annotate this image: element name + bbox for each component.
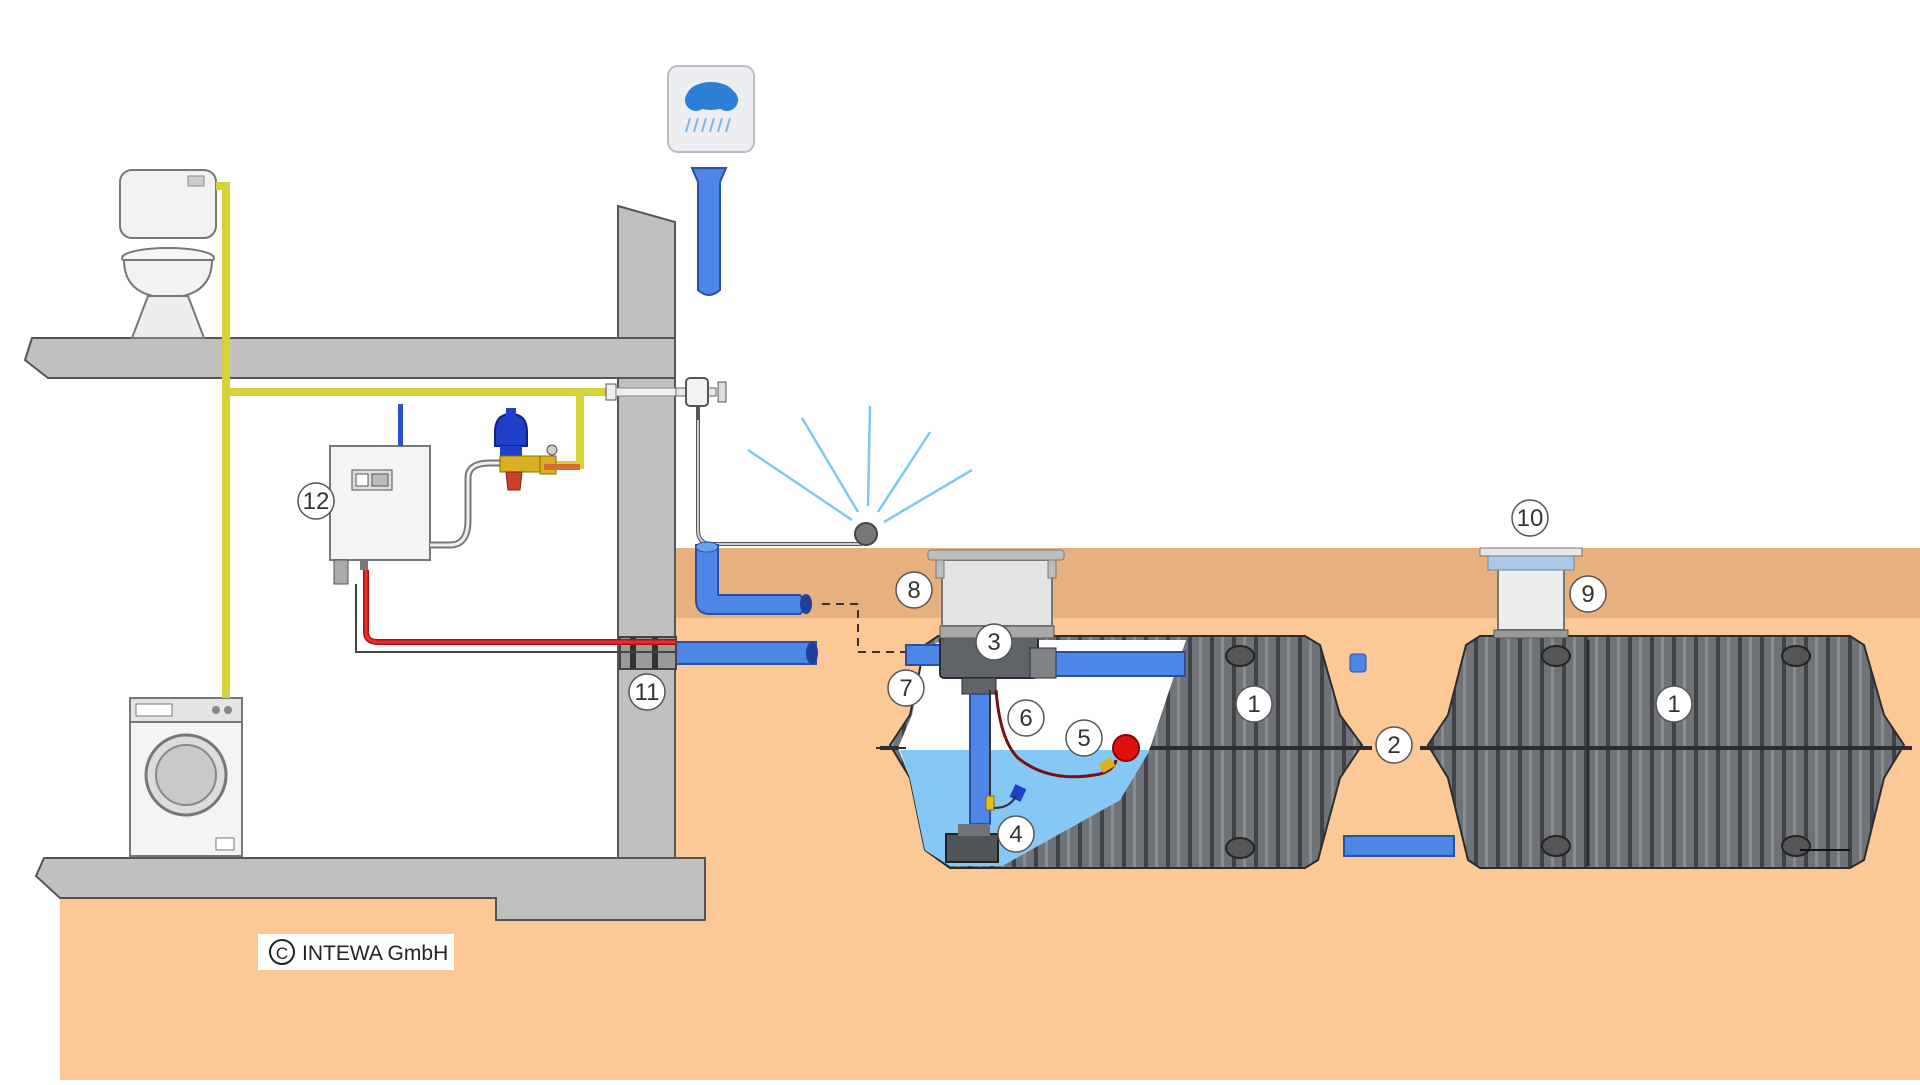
marker-8: 8 (895, 571, 933, 609)
marker-4: 4 (997, 815, 1035, 853)
copyright-text: INTEWA GmbH (302, 942, 448, 965)
pump-lines (355, 570, 676, 653)
outdoor-tap (675, 377, 862, 546)
marker-1b: 1 (1655, 685, 1693, 723)
wall-sleeve (615, 387, 677, 397)
svg-text:12: 12 (303, 488, 330, 515)
outer-wall (617, 204, 676, 863)
floating-extraction (985, 689, 1140, 811)
svg-text:1: 1 (1667, 691, 1680, 718)
svg-text:2: 2 (1387, 732, 1400, 759)
downpipe (690, 167, 812, 615)
pump-controller (329, 404, 431, 585)
marker-1a: 1 (1235, 685, 1273, 723)
marker-6: 6 (1007, 699, 1045, 737)
number-markers: 1 1 2 3 4 5 6 7 8 9 10 11 12 (297, 482, 1693, 853)
tank-2 (1420, 635, 1912, 869)
toilet (119, 169, 217, 339)
filter-assembly (939, 635, 1057, 863)
copyright-label: C INTEWA GmbH (258, 934, 454, 970)
supply-pipes (216, 182, 612, 698)
upper-floor-slab (23, 337, 676, 379)
sprinkler (747, 405, 973, 546)
marker-9: 9 (1569, 575, 1607, 613)
pressure-vessel (494, 408, 580, 491)
svg-text:10: 10 (1517, 505, 1544, 532)
svg-text:6: 6 (1019, 705, 1032, 732)
rain-cloud-icon (667, 65, 755, 153)
svg-text:9: 9 (1581, 581, 1594, 608)
svg-text:1: 1 (1247, 691, 1260, 718)
washing-machine (129, 697, 243, 857)
inlet-pipe (1054, 651, 1186, 677)
tank-2-shaft (1479, 547, 1583, 639)
marker-12: 12 (297, 482, 335, 520)
toilet-cistern (119, 169, 217, 239)
svg-text:11: 11 (635, 679, 660, 706)
ground-floor-slab (34, 857, 706, 921)
marker-3: 3 (975, 623, 1013, 661)
svg-text:8: 8 (907, 577, 920, 604)
svg-text:4: 4 (1009, 821, 1022, 848)
marker-5: 5 (1065, 719, 1103, 757)
svg-text:3: 3 (987, 629, 1000, 656)
marker-11: 11 (628, 673, 666, 711)
svg-text:5: 5 (1077, 725, 1090, 752)
copyright-symbol: C (276, 944, 288, 963)
connecting-pipe (1343, 835, 1455, 857)
marker-2: 2 (1375, 726, 1413, 764)
svg-text:7: 7 (899, 675, 912, 702)
marker-7: 7 (887, 669, 925, 707)
marker-10: 10 (1511, 499, 1549, 537)
